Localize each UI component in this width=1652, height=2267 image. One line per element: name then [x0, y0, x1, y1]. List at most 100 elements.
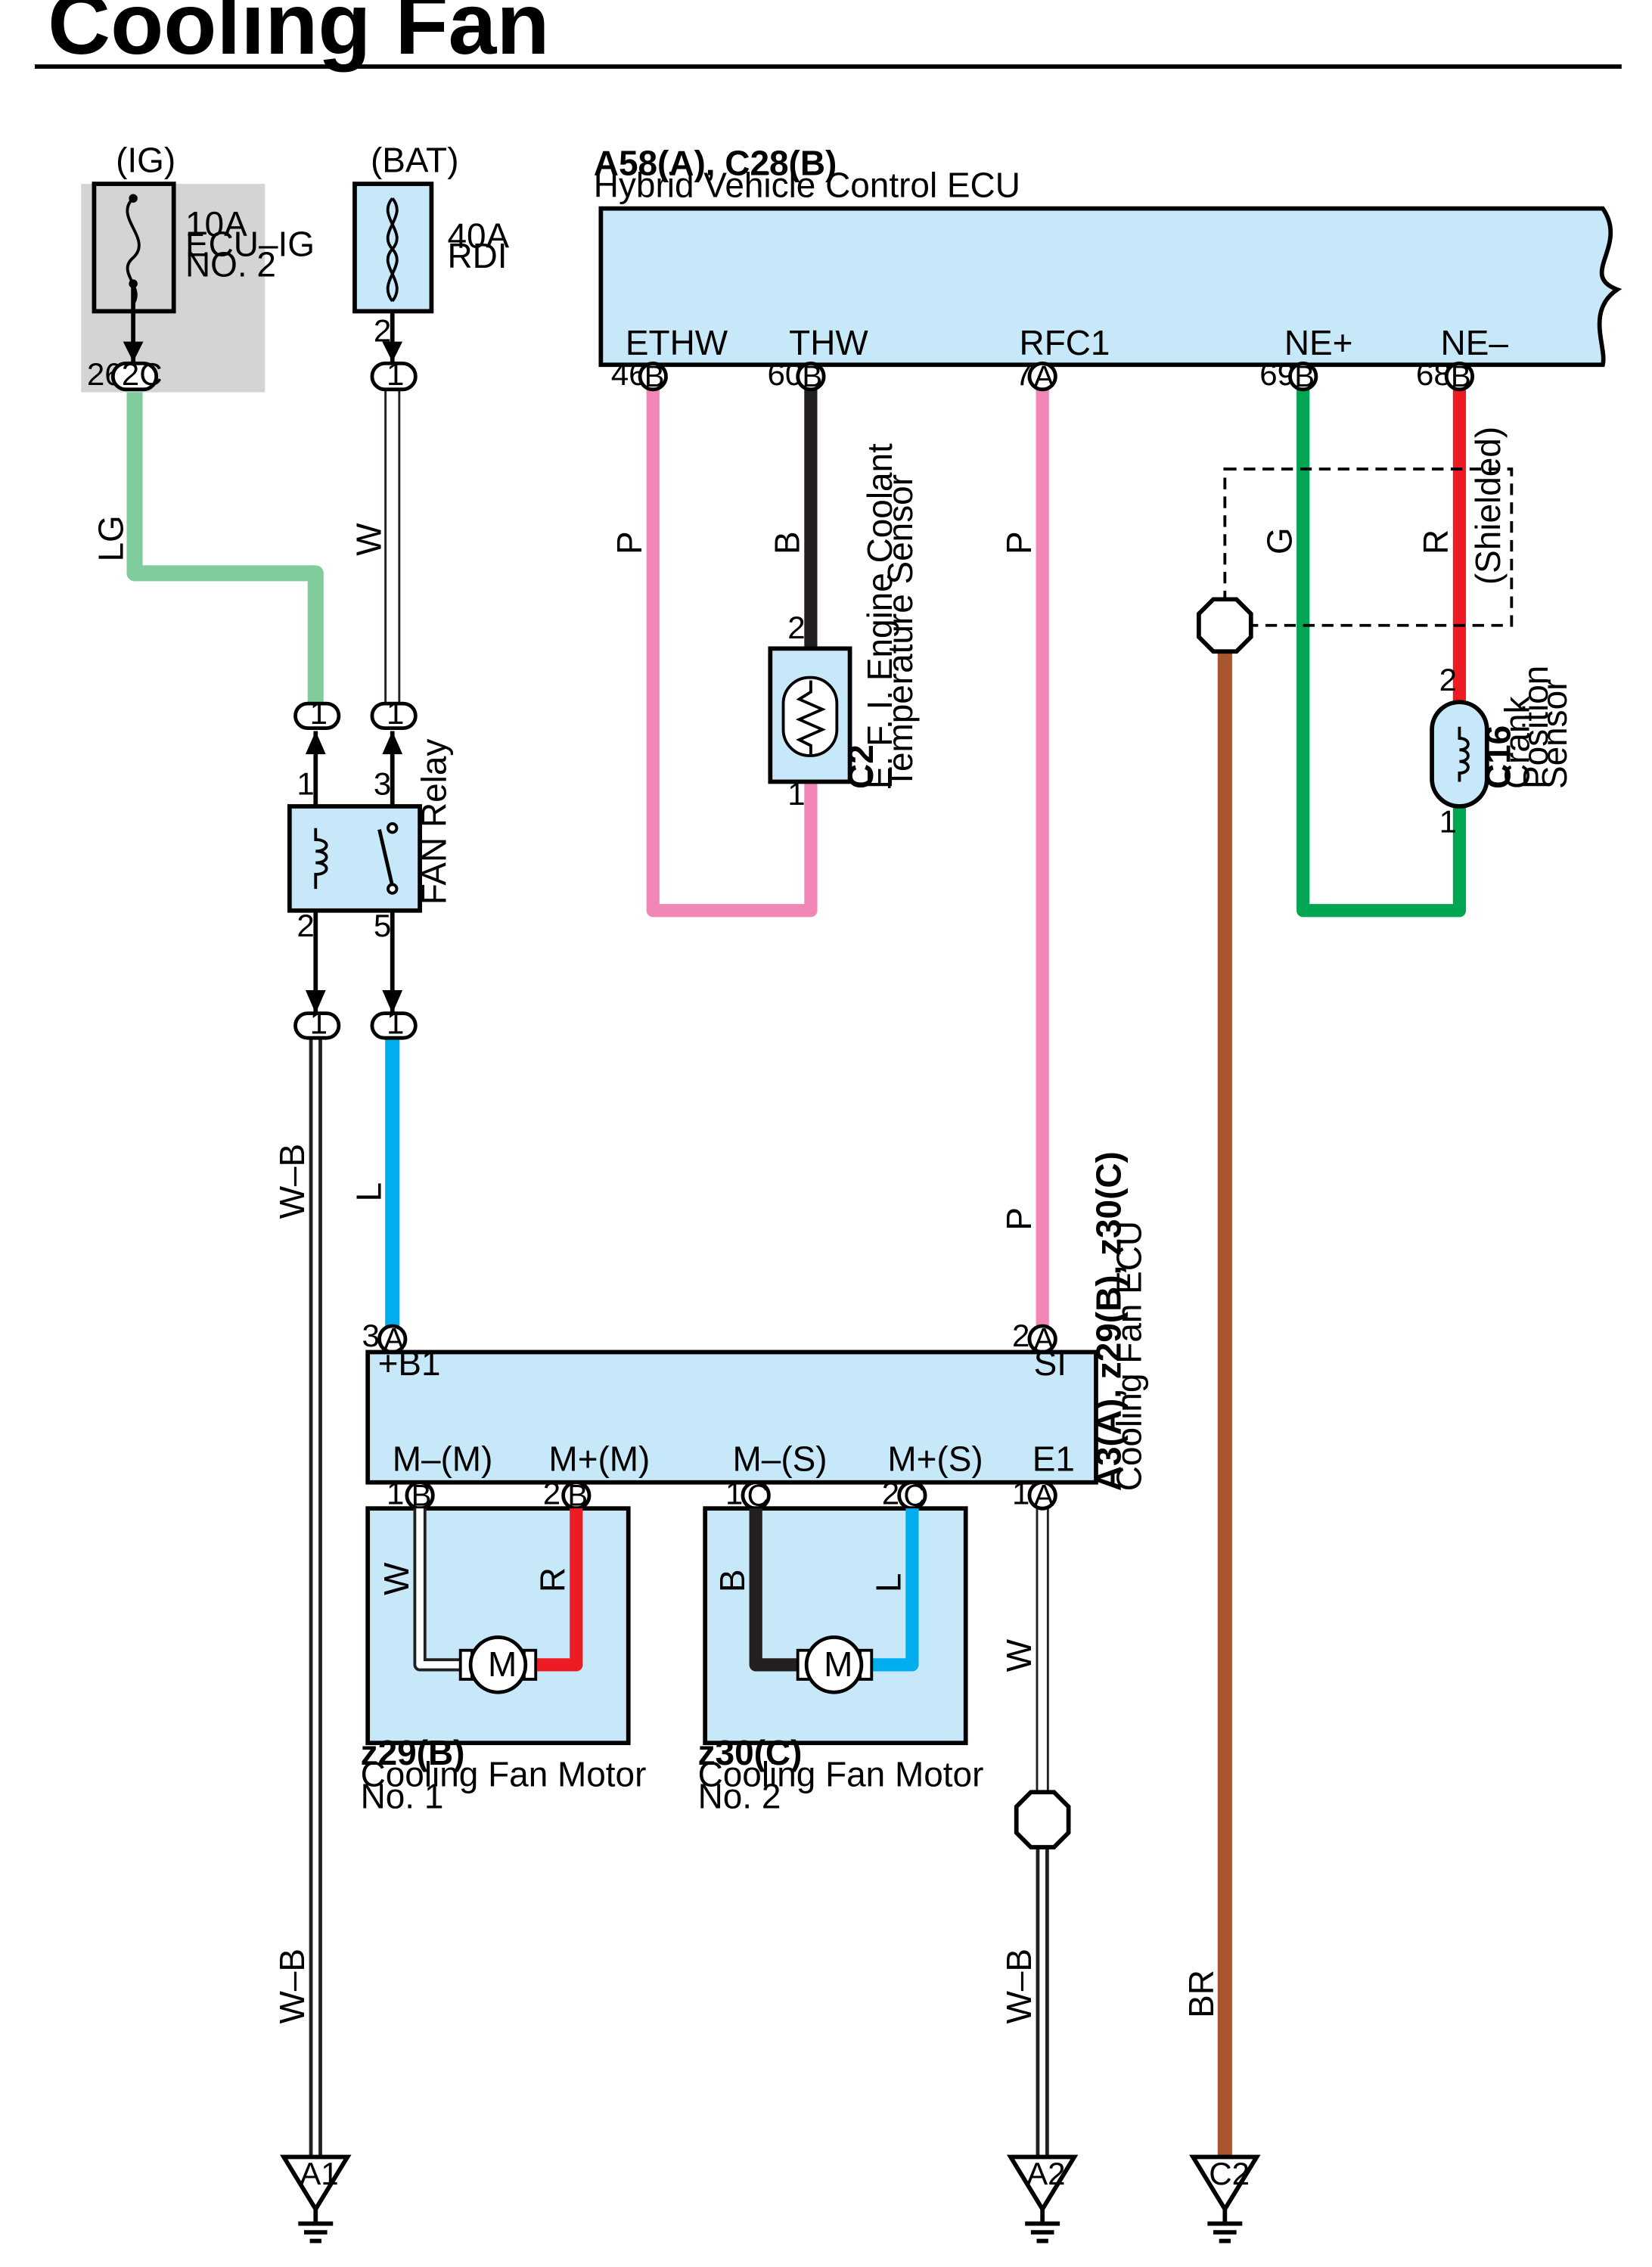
fan-ecu-pin-m-minus-s: 1	[725, 1475, 743, 1511]
hv-ecu-conn-60: B	[802, 359, 822, 393]
wire-label-p-rfc1: P	[999, 531, 1039, 554]
fan-ecu-pin-m-minus-m: 1	[387, 1475, 404, 1511]
fan-ecu-id: A3(A), z29(B), z30(C)	[1089, 1151, 1129, 1491]
hv-ecu-connector-7	[1027, 361, 1057, 392]
ground-a2-triangle	[1006, 2154, 1079, 2213]
hv-ecu-conn-68: B	[1451, 359, 1471, 393]
fuse-ig-name1: ECU–IG	[185, 225, 315, 264]
wires	[126, 387, 1467, 2157]
fuse-ig-rating: 10A	[185, 204, 247, 244]
ground-a2-label: A2	[1026, 2156, 1066, 2191]
ground-c2: C2	[1189, 2154, 1261, 2244]
motor2-wire-l	[865, 1508, 919, 1672]
junction-connector-top-1	[293, 701, 341, 731]
shielded-cable: (Shielded)	[1197, 427, 1514, 654]
relay-name: FAN Relay	[415, 739, 454, 905]
fuse-bat-connector	[370, 361, 418, 392]
fuse-ig-dot-top	[129, 194, 138, 203]
wire-label-b-thw: B	[768, 531, 807, 554]
hv-ecu-id: A58(A), C28(B)	[594, 144, 837, 183]
hv-ecu-name: Hybrid Vehicle Control ECU	[594, 165, 1020, 204]
fan-ecu-terminal-m-plus-s: M+(S)	[887, 1439, 983, 1478]
relay-coil-icon	[314, 828, 328, 890]
c2-name-line1: E. F. I. Engine Coolant	[860, 443, 899, 789]
bat-source-label: (BAT)	[371, 141, 459, 180]
junction-connector-bottom-2-label: 1	[387, 1005, 404, 1040]
c2-thermistor-icon	[781, 675, 839, 757]
c16-pin-bottom: 1	[1439, 803, 1457, 839]
ground-c2-triangle	[1189, 2154, 1261, 2213]
wire-label-w-e1: W	[999, 1638, 1039, 1672]
motor2-wire-label-b: B	[713, 1570, 752, 1593]
hv-ecu-terminal-rfc1: RFC1	[1020, 323, 1110, 362]
hv-ecu-connector-68	[1444, 361, 1475, 392]
wire-label-wb-upper: W–B	[272, 1144, 312, 1219]
hv-ecu-body	[598, 206, 1622, 368]
engine-coolant-temperature-sensor: 2 1 C2 E. F. I. Engine Coolant Temperatu…	[768, 443, 920, 812]
crank-position-sensor: 2 1 C16 Crank Position Sensor	[1430, 662, 1574, 839]
wire-p-ethw	[646, 387, 818, 918]
motor1-wire-w-core	[416, 1508, 467, 1669]
fuse-ig-name2: NO. 2	[185, 245, 276, 284]
relay-switch-icon	[377, 829, 395, 887]
motor2-motor-icon	[804, 1635, 864, 1694]
motor1-box	[365, 1506, 631, 1746]
wire-label-r: R	[1416, 529, 1455, 554]
c16-name-line3: Sensor	[1535, 679, 1574, 790]
wire-label-p-lower: P	[999, 1207, 1039, 1231]
fuse-bat-pin-label: 2	[374, 313, 391, 349]
c16-name-line2: Position	[1516, 666, 1555, 789]
c2-pin-top: 2	[787, 610, 805, 645]
c16-id: C16	[1478, 725, 1517, 789]
motor1-motor-icon	[468, 1635, 528, 1694]
e1-junction-octagon	[1014, 1790, 1071, 1849]
junction-connector-top-2-label: 1	[387, 695, 404, 731]
motor2-name: Cooling Fan Motor	[698, 1755, 984, 1794]
hv-ecu-conn-46: B	[644, 359, 665, 393]
motor2-wire-label-l: L	[869, 1573, 908, 1593]
relay-body	[287, 804, 422, 913]
junction-connector-bottom-2	[370, 1011, 418, 1040]
relay-pin-2: 2	[297, 908, 314, 943]
wire-label-lg: LG	[92, 515, 131, 561]
hv-ecu-connector-69	[1288, 361, 1318, 392]
motor2-box	[703, 1506, 968, 1746]
wire-g-ne-plus	[1296, 387, 1467, 918]
ground-a2: A2	[1006, 2154, 1079, 2244]
relay-pin-5: 5	[374, 908, 391, 943]
fuse-ig-connector	[110, 361, 159, 392]
fuse-bat-rating: 40A	[447, 216, 509, 255]
fan-ecu-terminal-m-plus-m: M+(M)	[548, 1439, 650, 1478]
motor1-name: Cooling Fan Motor	[361, 1755, 647, 1794]
fan-ecu-b1-label: +B1	[378, 1343, 441, 1383]
wire-label-g: G	[1259, 527, 1299, 554]
fuse-ecu-ig-no2: (IG) 10A ECU–IG NO. 2 26 2C	[81, 141, 315, 393]
ground-c2-label: C2	[1209, 2156, 1250, 2191]
junction-connector-top-2	[370, 701, 418, 731]
hv-ecu-terminal-ne-plus: NE+	[1284, 323, 1353, 362]
relay-pin-3: 3	[374, 766, 391, 802]
c2-name-line2: Temperature Sensor	[880, 474, 920, 789]
motor2-id: z30(C)	[698, 1733, 803, 1772]
fuse-ig-connector-label: 2C	[122, 356, 163, 392]
junction-connector-bottom-1-label: 1	[310, 1005, 328, 1040]
fan-ecu-pin-e1: 1	[1012, 1475, 1029, 1511]
hv-ecu-terminal-ethw: ETHW	[626, 323, 728, 362]
c2-id: C2	[841, 744, 880, 789]
junction-connector-top-1-label: 1	[310, 695, 328, 731]
ig-source-label: (IG)	[116, 141, 175, 180]
fan-ecu-connector-e1	[1027, 1480, 1057, 1511]
fuse-bat-connector-label: 1	[387, 356, 404, 392]
fan-ecu-b1-pin: 3	[362, 1318, 380, 1353]
c16-body	[1430, 700, 1489, 809]
wire-label-w-bat: W	[349, 523, 388, 556]
fuse-bat-arrow-icon	[382, 341, 403, 362]
cooling-fan-ecu: 3 A 2 A +B1 SI M–(M) M+(M) M–(S) M+(S) E…	[362, 1151, 1149, 1512]
hv-ecu-pin-7: 7	[1015, 356, 1032, 392]
motor2-symbol: M	[824, 1644, 852, 1684]
hv-ecu-conn-69: B	[1294, 359, 1315, 393]
shield-label: (Shielded)	[1468, 427, 1508, 585]
relay-pin-1: 1	[297, 766, 314, 802]
ground-a1-label: A1	[300, 2156, 339, 2191]
